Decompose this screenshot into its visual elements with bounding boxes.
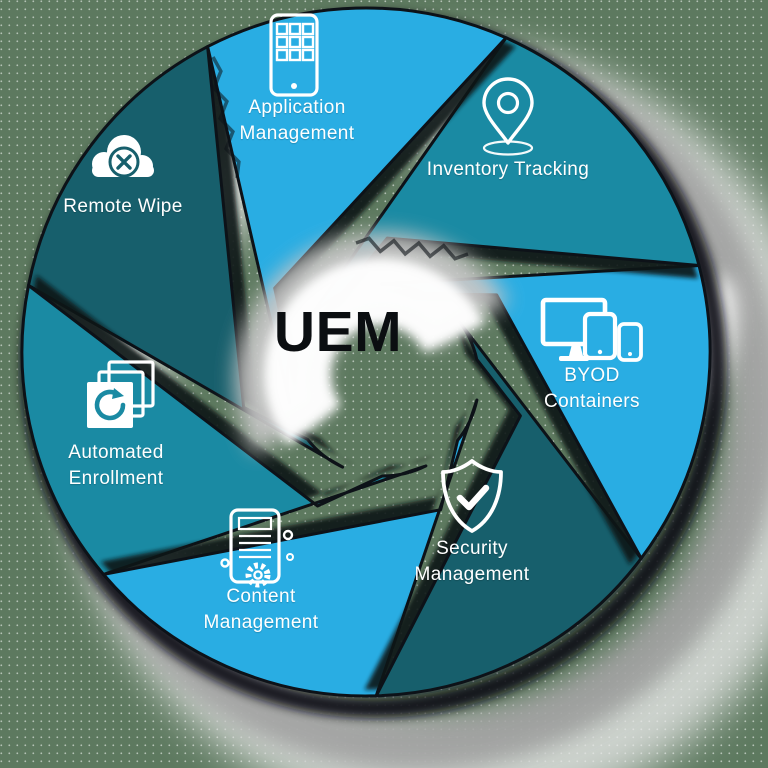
label-line: Management xyxy=(414,564,530,585)
pages-refresh-icon xyxy=(87,360,155,428)
label-line: Application xyxy=(248,97,346,118)
shield-check-icon xyxy=(441,459,503,533)
label-line: Management xyxy=(239,123,355,144)
label-line: Remote Wipe xyxy=(63,196,183,217)
location-pin-icon xyxy=(482,77,534,156)
torn-edge-decoration xyxy=(355,236,469,261)
label-line: Management xyxy=(203,612,319,633)
devices-icon xyxy=(540,297,643,362)
label-line: Enrollment xyxy=(68,468,164,489)
label-line: Containers xyxy=(544,391,640,412)
segment-shape-automated-enrollment xyxy=(20,283,428,576)
label-line: Content xyxy=(226,586,296,607)
phone-apps-icon xyxy=(269,13,319,97)
center-title: UEM xyxy=(273,300,403,364)
label-line: Automated xyxy=(68,442,164,463)
label-line: Security xyxy=(436,538,508,559)
segment-label-remote-wipe: Remote Wipe xyxy=(63,194,183,220)
segment-shape-security-management xyxy=(374,317,643,698)
label-line: Inventory Tracking xyxy=(426,159,590,180)
segment-label-inventory-tracking: Inventory Tracking xyxy=(427,157,589,183)
cloud-x-icon xyxy=(92,135,154,178)
segment-shape-content-management xyxy=(102,398,479,698)
segment-label-byod-containers: BYOD Containers xyxy=(544,363,640,415)
content-doc-icon xyxy=(220,508,294,588)
label-line: BYOD xyxy=(564,365,620,386)
torn-edge-decoration xyxy=(211,56,241,179)
center-swirl-white xyxy=(264,258,485,446)
